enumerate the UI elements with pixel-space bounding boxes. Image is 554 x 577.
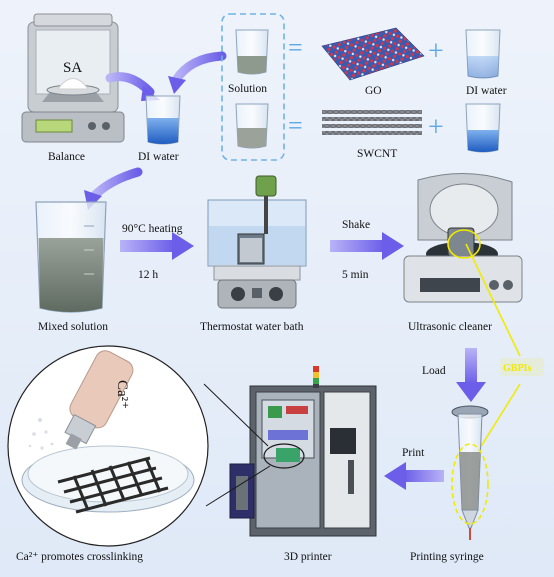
swcnt-tubes-icon [322, 110, 422, 135]
printer-zoom-target [263, 443, 305, 469]
ca-bottle-icon [64, 350, 134, 450]
crosslinking-label: Ca²⁺ promotes crosslinking [16, 551, 143, 563]
scaffold-grid [57, 456, 169, 514]
plus-sign-go: + [428, 36, 444, 67]
ultrasonic-cleaner-icon [403, 173, 523, 303]
heating-label: 90°C heating [122, 223, 183, 235]
gbpis-label: GBPIs [503, 363, 531, 374]
solution-beaker-swcnt-icon [235, 103, 269, 149]
arrow-head [382, 232, 404, 260]
gbpis-line-top [465, 243, 521, 357]
solution-dashed-box [221, 13, 285, 161]
load-label: Load [422, 365, 446, 377]
mixed-solution-beaker-icon [35, 201, 107, 313]
arrow-shake [330, 240, 384, 252]
arrow-load [465, 348, 477, 384]
gbpis-line-bottom [479, 383, 521, 449]
go-sheet-icon [321, 27, 425, 81]
arrow-head [456, 382, 486, 402]
zoom-line-top [203, 383, 269, 447]
arrow-head [172, 232, 194, 260]
solution-beaker-go-icon [235, 29, 269, 75]
di-water-center-label: DI water [138, 151, 179, 163]
di-water-beaker-icon [145, 95, 181, 145]
arrow-heating [120, 240, 174, 252]
equals-sign-go: = [288, 33, 303, 62]
gbpis-circle-syringe [451, 443, 489, 525]
shake-time-label: 5 min [342, 269, 369, 281]
arrow-head [384, 462, 406, 490]
shake-label: Shake [342, 219, 370, 231]
arrow-solution-to-water [171, 51, 227, 85]
di-water-right-beaker-2-icon [465, 103, 501, 153]
arrow-balance-to-water [105, 72, 155, 97]
bottle-label: Ca²⁺ [114, 380, 130, 409]
equals-sign-swcnt: = [288, 111, 303, 140]
balance-icon [21, 13, 125, 143]
gbpis-circle-cleaner [447, 229, 481, 259]
arrow-water-to-mixed [89, 167, 143, 201]
ultrasonic-cleaner-label: Ultrasonic cleaner [408, 321, 492, 333]
swcnt-label: SWCNT [357, 148, 397, 160]
solution-label: Solution [228, 83, 267, 95]
zoom-line-bottom [205, 465, 271, 507]
crosslinking-zoom-circle [7, 345, 209, 547]
heating-time-label: 12 h [138, 269, 158, 281]
di-water-right-label: DI water [466, 85, 507, 97]
printing-syringe-icon [451, 405, 489, 540]
go-label: GO [365, 85, 382, 97]
water-bath-label: Thermostat water bath [200, 321, 304, 333]
printing-syringe-label: Printing syringe [410, 551, 484, 563]
plus-sign-swcnt: + [428, 112, 444, 143]
gbpis-tag [500, 358, 544, 376]
di-water-right-beaker-icon [465, 29, 501, 79]
printer-3d-label: 3D printer [284, 551, 332, 563]
printer-3d-icon [229, 366, 377, 537]
balance-label: Balance [48, 151, 85, 163]
arrow-head [168, 76, 186, 94]
water-bath-icon [207, 175, 307, 309]
spray-mist [28, 418, 54, 450]
arrow-print [404, 470, 444, 482]
sa-label: SA [63, 60, 82, 76]
mixed-solution-label: Mixed solution [38, 321, 108, 333]
print-label: Print [402, 447, 425, 459]
